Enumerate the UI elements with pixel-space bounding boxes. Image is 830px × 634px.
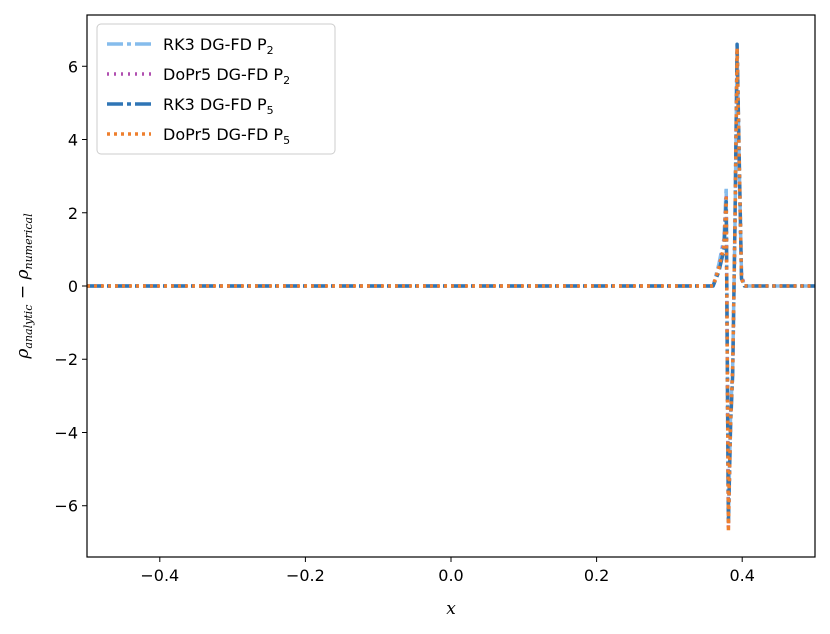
y-axis: −6 −4 −2 0 2 4 6 bbox=[54, 57, 87, 516]
legend-label-subscript: 5 bbox=[283, 134, 290, 147]
legend-label-main: DoPr5 DG-FD P bbox=[163, 65, 283, 84]
x-axis: −0.4 −0.2 0.0 0.2 0.4 bbox=[140, 557, 755, 585]
y-label-sub2: numerical bbox=[22, 213, 35, 270]
y-tick-label: 6 bbox=[68, 57, 78, 76]
legend-label-subscript: 5 bbox=[267, 104, 274, 117]
y-axis-label-text: ρanalytic − ρnumerical bbox=[13, 213, 35, 360]
x-tick-label: 0.4 bbox=[729, 566, 754, 585]
y-tick-label: −4 bbox=[54, 423, 78, 442]
y-label-mid: − ρ bbox=[13, 270, 33, 305]
series-line-4 bbox=[87, 46, 815, 534]
legend-label-subscript: 2 bbox=[283, 74, 290, 87]
legend-label-subscript: 2 bbox=[267, 44, 274, 57]
legend-label-2: DoPr5 DG-FD P2 bbox=[163, 65, 290, 87]
y-label-sub1: analytic bbox=[22, 305, 35, 349]
y-tick-label: −2 bbox=[54, 350, 78, 369]
x-tick-label: 0.2 bbox=[584, 566, 609, 585]
legend-label-4: DoPr5 DG-FD P5 bbox=[163, 125, 290, 147]
legend-label-main: RK3 DG-FD P bbox=[163, 95, 267, 114]
legend-label-main: RK3 DG-FD P bbox=[163, 35, 267, 54]
y-tick-label: 0 bbox=[68, 277, 78, 296]
x-tick-label: −0.2 bbox=[286, 566, 325, 585]
legend-label-1: RK3 DG-FD P2 bbox=[163, 35, 274, 57]
series-layer bbox=[87, 42, 815, 534]
legend-label-main: DoPr5 DG-FD P bbox=[163, 125, 283, 144]
y-tick-label: 4 bbox=[68, 131, 78, 150]
legend-label-3: RK3 DG-FD P5 bbox=[163, 95, 274, 117]
legend-box bbox=[96, 23, 336, 155]
y-tick-label: 2 bbox=[68, 204, 78, 223]
x-tick-label: −0.4 bbox=[140, 566, 179, 585]
y-label-main: ρ bbox=[13, 349, 33, 360]
x-tick-label: 0.0 bbox=[438, 566, 463, 585]
x-axis-label: x bbox=[446, 599, 456, 619]
y-tick-label: −6 bbox=[54, 497, 78, 516]
y-axis-label: ρanalytic − ρnumerical bbox=[13, 213, 35, 360]
